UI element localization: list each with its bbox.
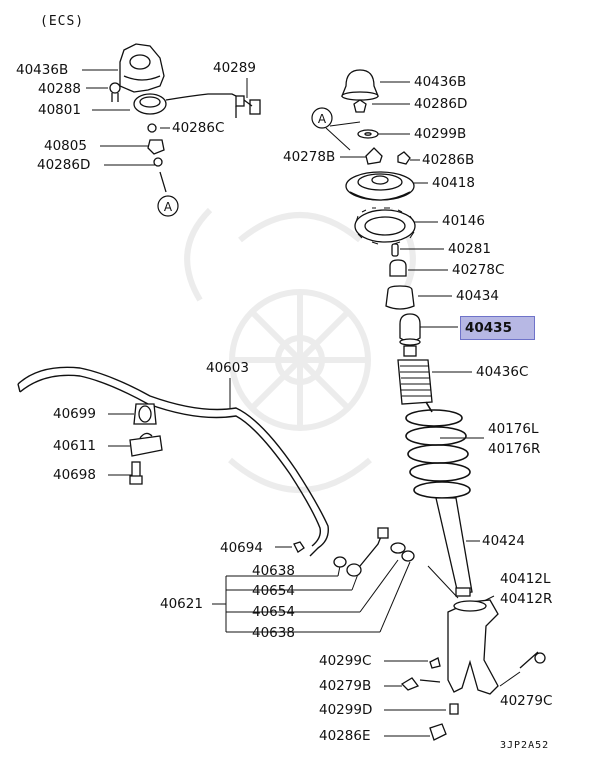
- watermark-emblem: [184, 207, 416, 493]
- label-40146[interactable]: 40146: [442, 213, 485, 229]
- label-40424[interactable]: 40424: [482, 533, 525, 549]
- label-40278C[interactable]: 40278C: [452, 262, 505, 278]
- ref-marker-strut: A: [311, 107, 361, 151]
- label-40289[interactable]: 40289: [213, 60, 256, 76]
- dust-boot: [397, 359, 433, 405]
- coil-spring: [405, 401, 471, 499]
- label-40694[interactable]: 40694: [220, 540, 263, 556]
- label-40279B[interactable]: 40279B: [319, 678, 372, 694]
- strut-body: [435, 497, 473, 597]
- stabilizer-bushing-parts: [129, 403, 163, 485]
- label-40638-lower[interactable]: 40638: [252, 625, 295, 641]
- label-40299C[interactable]: 40299C: [319, 653, 372, 669]
- drawing-code: 3JP2A52: [500, 740, 550, 751]
- label-40434[interactable]: 40434: [456, 288, 499, 304]
- ecs-actuator-assembly: [109, 43, 261, 193]
- label-40418[interactable]: 40418: [432, 175, 475, 191]
- label-40278B[interactable]: 40278B: [283, 149, 336, 165]
- label-40299B[interactable]: 40299B: [414, 126, 467, 142]
- label-40621[interactable]: 40621: [160, 596, 203, 612]
- label-40801[interactable]: 40801: [38, 102, 81, 118]
- stabilizer-link: [293, 527, 415, 577]
- strut-top-parts: [341, 69, 421, 357]
- label-40435[interactable]: 40435: [465, 320, 512, 336]
- label-40286C[interactable]: 40286C: [172, 120, 225, 136]
- label-40286D-ecs[interactable]: 40286D: [37, 157, 91, 173]
- ref-marker-strut-text: A: [318, 112, 327, 126]
- label-40654-lower[interactable]: 40654: [252, 604, 295, 620]
- label-40654-upper[interactable]: 40654: [252, 583, 295, 599]
- label-40611[interactable]: 40611: [53, 438, 96, 454]
- leader-lines: [82, 69, 521, 737]
- label-40436B[interactable]: 40436B: [414, 74, 467, 90]
- ecs-group-label: (ECS): [40, 14, 85, 29]
- label-40281[interactable]: 40281: [448, 241, 491, 257]
- label-40279C[interactable]: 40279C: [500, 693, 553, 709]
- label-40286B[interactable]: 40286B: [422, 152, 475, 168]
- label-40638-upper[interactable]: 40638: [252, 563, 295, 579]
- label-40299D[interactable]: 40299D: [319, 702, 373, 718]
- label-40286E[interactable]: 40286E: [319, 728, 371, 744]
- label-40412L[interactable]: 40412L: [500, 571, 551, 587]
- stabilizer-bar: [17, 366, 329, 557]
- label-40603[interactable]: 40603: [206, 360, 249, 376]
- ref-marker-ecs-text: A: [164, 200, 173, 214]
- label-40176L[interactable]: 40176L: [488, 421, 539, 437]
- label-40805[interactable]: 40805: [44, 138, 87, 154]
- label-40412R[interactable]: 40412R: [500, 591, 553, 607]
- label-40698[interactable]: 40698: [53, 467, 96, 483]
- label-40288[interactable]: 40288: [38, 81, 81, 97]
- ref-marker-ecs: A: [157, 195, 179, 217]
- label-40176R[interactable]: 40176R: [488, 441, 541, 457]
- label-40436C[interactable]: 40436C: [476, 364, 529, 380]
- knuckle-fork: [400, 599, 546, 741]
- highlight-40435: [460, 316, 535, 340]
- label-40699[interactable]: 40699: [53, 406, 96, 422]
- label-40436B-ecs[interactable]: 40436B: [16, 62, 69, 78]
- label-40286D[interactable]: 40286D: [414, 96, 468, 112]
